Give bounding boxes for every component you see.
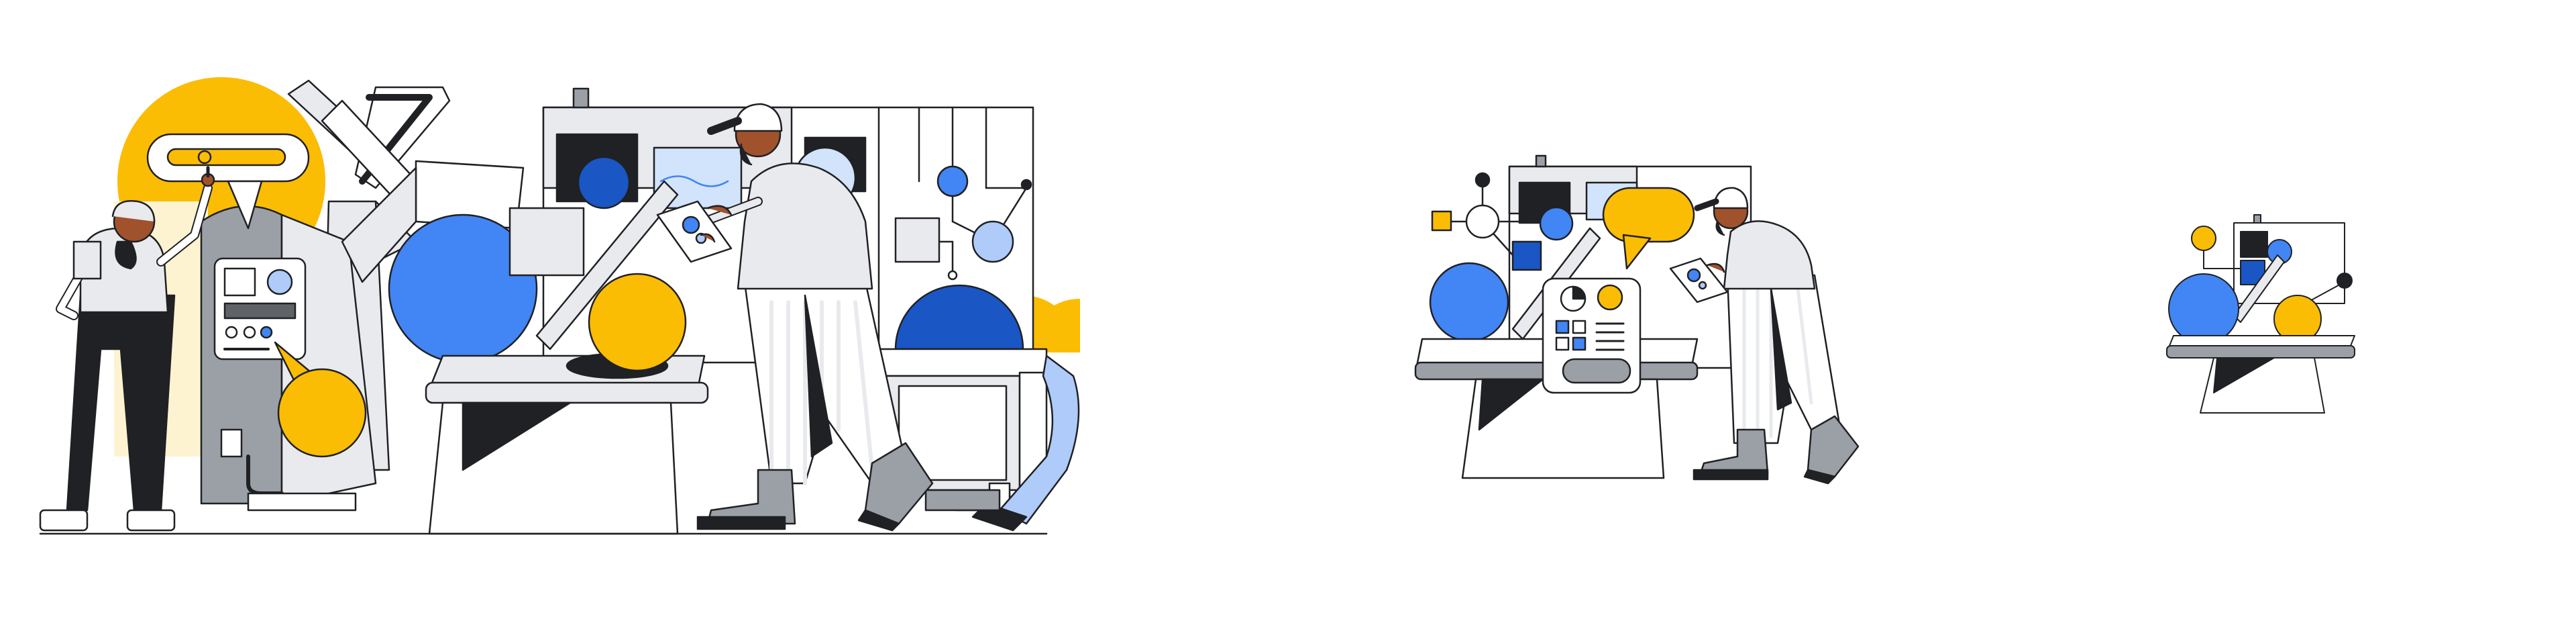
data-card-icon [1542, 277, 1642, 394]
chimney [572, 87, 590, 109]
worker-icon-right [696, 103, 934, 532]
pill-bubble [146, 133, 310, 230]
conveyor-belt-base [924, 489, 1001, 512]
chimney-small [2253, 214, 2261, 224]
tablet-icon-medium [1669, 257, 1729, 303]
blue-circle-small [2168, 273, 2239, 344]
factory-scene-large [39, 77, 1080, 535]
screen-side [341, 166, 417, 283]
factory-scene-medium [1414, 154, 1860, 485]
tablet-icon [656, 200, 733, 263]
worker-icon-medium [1693, 187, 1860, 485]
dark-window-small [2240, 231, 2268, 258]
grey-box [508, 207, 585, 277]
conveyor-diagonal-small [2233, 254, 2285, 323]
window-wave [659, 175, 729, 187]
work-table [425, 354, 709, 535]
blue-circle-medium [1429, 262, 1509, 342]
network-nodes-icon-small [2191, 226, 2353, 303]
speech-bubble-icon-medium [1602, 187, 1695, 270]
network-nodes-icon [877, 106, 1032, 364]
conveyor-icon [998, 354, 1080, 525]
speech-bubble-icon [277, 368, 367, 458]
control-panel-icon [213, 257, 307, 361]
worker-icon-left [39, 166, 215, 532]
navy-dot-window [577, 156, 631, 209]
factory-scene-small [2166, 214, 2355, 414]
yellow-sphere [588, 273, 687, 372]
yellow-circle-right-edge [1023, 295, 1077, 349]
work-table-small [2166, 335, 2355, 414]
chimney-medium [1535, 154, 1547, 168]
blue-dot-medium [1539, 206, 1574, 241]
conveyor-diagonal [535, 180, 679, 350]
network-nodes-icon-medium [1431, 172, 1542, 271]
